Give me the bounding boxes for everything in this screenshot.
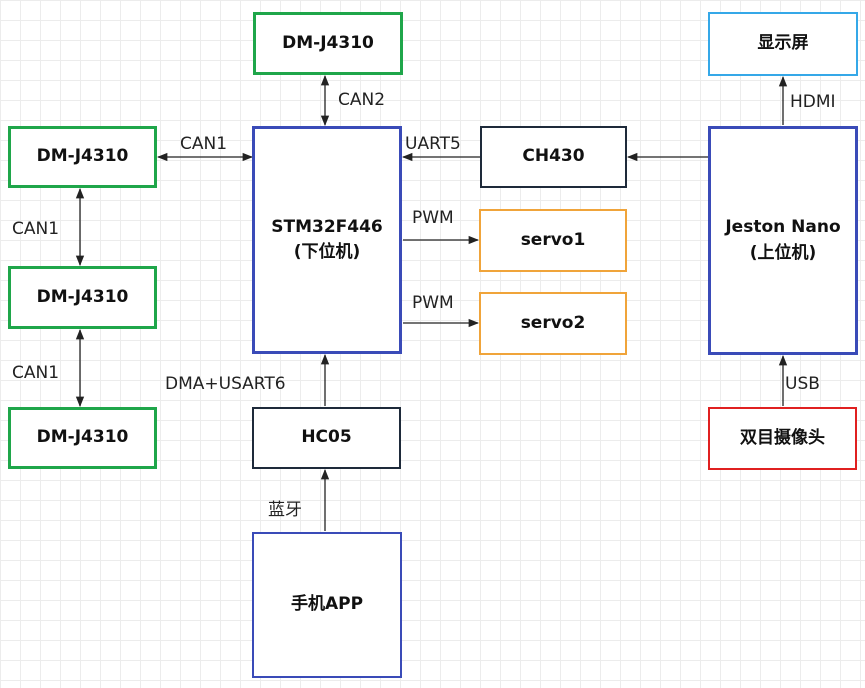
edge-label-hdmi: HDMI bbox=[790, 92, 836, 112]
node-servo1[interactable]: servo1 bbox=[479, 209, 627, 272]
node-label: 手机APP bbox=[290, 594, 364, 615]
node-label: DM-J4310 bbox=[36, 427, 129, 448]
node-label: 显示屏 bbox=[757, 33, 809, 54]
node-display[interactable]: 显示屏 bbox=[708, 12, 858, 76]
edge-label-can1-bottom: CAN1 bbox=[12, 363, 60, 383]
edge-label-bluetooth: 蓝牙 bbox=[268, 500, 302, 520]
node-label: servo1 bbox=[520, 229, 586, 250]
edge-label-usb: USB bbox=[785, 374, 820, 394]
node-label: DM-J4310 bbox=[36, 146, 129, 167]
node-label: HC05 bbox=[301, 427, 352, 448]
node-stereo-camera[interactable]: 双目摄像头 bbox=[708, 407, 857, 470]
node-hc05[interactable]: HC05 bbox=[252, 407, 401, 469]
node-dm-j4310-1[interactable]: DM-J4310 bbox=[8, 126, 157, 188]
node-label: STM32F446 bbox=[271, 216, 383, 237]
node-ch430[interactable]: CH430 bbox=[480, 126, 627, 188]
edge-label-dma-usart6: DMA+USART6 bbox=[165, 374, 286, 394]
edge-label-pwm1: PWM bbox=[412, 208, 454, 228]
node-servo2[interactable]: servo2 bbox=[479, 292, 627, 355]
node-dm-j4310-2[interactable]: DM-J4310 bbox=[8, 266, 157, 329]
edge-label-can1-mid: CAN1 bbox=[12, 219, 60, 239]
node-dm-j4310-top[interactable]: DM-J4310 bbox=[253, 12, 403, 75]
node-sublabel: (上位机) bbox=[749, 242, 817, 263]
node-label: DM-J4310 bbox=[282, 32, 374, 53]
node-sublabel: (下位机) bbox=[293, 242, 361, 262]
node-label: Jeston Nano bbox=[725, 217, 841, 237]
node-dm-j4310-3[interactable]: DM-J4310 bbox=[8, 407, 157, 469]
node-jetson-nano[interactable]: Jeston Nano (上位机) bbox=[708, 126, 858, 355]
edge-label-can2: CAN2 bbox=[338, 90, 386, 110]
edge-label-can1-top: CAN1 bbox=[180, 134, 228, 154]
edge-label-pwm2: PWM bbox=[412, 293, 454, 313]
node-label: DM-J4310 bbox=[36, 286, 129, 307]
node-label: servo2 bbox=[520, 312, 586, 333]
node-label: 双目摄像头 bbox=[740, 427, 825, 448]
node-phone-app[interactable]: 手机APP bbox=[252, 532, 402, 678]
node-label: CH430 bbox=[522, 146, 585, 167]
node-stm32f446[interactable]: STM32F446 (下位机) bbox=[252, 126, 402, 354]
edge-label-uart5: UART5 bbox=[405, 134, 461, 154]
